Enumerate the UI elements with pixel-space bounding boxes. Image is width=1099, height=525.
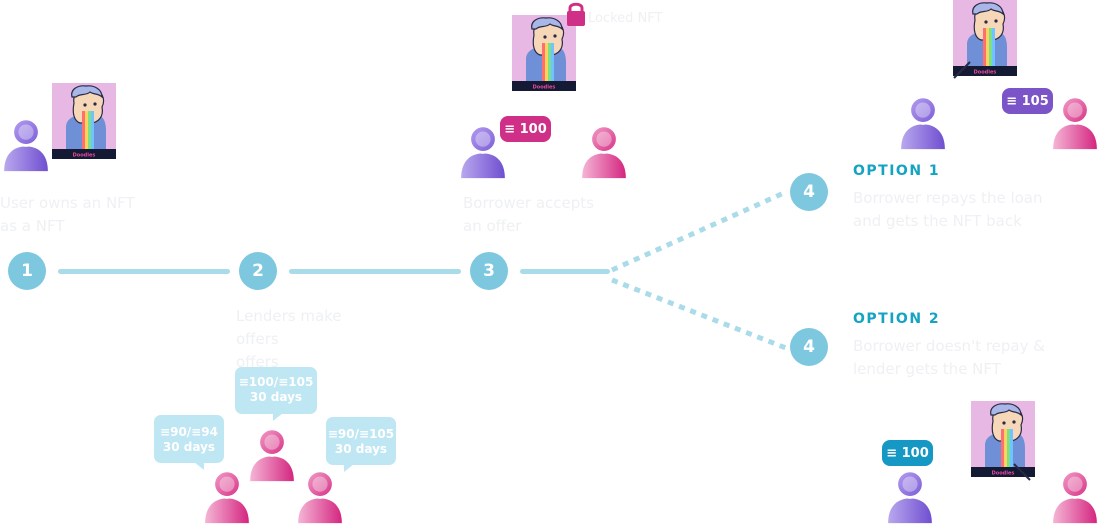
option1-description: Borrower repays the loan and gets the NF…: [853, 189, 1043, 230]
user-avatar-lender-middle: [248, 426, 296, 483]
user-avatar-borrower-step1: [1, 116, 51, 173]
timeline-segment-1-2: [58, 269, 230, 274]
nft-transfer-arrow-option1: [953, 61, 971, 79]
timeline-segment-2-3: [289, 269, 461, 274]
doodle-nft-step1: [52, 83, 116, 159]
user-avatar-lender-option1: [1051, 94, 1099, 151]
user-avatar-borrower-option2: [885, 468, 935, 525]
user-avatar-lender-right: [296, 468, 344, 525]
step-3-marker: 3: [470, 252, 508, 290]
step-4-option1-marker: 4: [790, 173, 828, 211]
user-avatar-borrower-option1: [898, 94, 948, 151]
nft-transfer-arrow-option2: [1013, 463, 1031, 481]
default-amount-badge: ≡ 100: [882, 440, 933, 466]
offer-bubble-left: ≡90/≡94 30 days: [154, 415, 224, 470]
offer-bubble-middle: ≡100/≡105 30 days: [235, 367, 317, 421]
step2-caption: Lenders make offers offers: [236, 307, 342, 371]
step3-caption: Borrower accepts an offer: [463, 194, 594, 235]
loan-amount-badge: ≡ 100: [500, 116, 551, 142]
lock-label: Locked NFT: [588, 11, 663, 26]
step-2-marker: 2: [239, 252, 277, 290]
lock-icon: [567, 2, 585, 26]
step-4-option2-marker: 4: [790, 328, 828, 366]
user-avatar-lender-option2: [1051, 468, 1099, 525]
repay-amount-badge: ≡ 105: [1002, 88, 1053, 114]
option2-description: Borrower doesn't repay & lender gets the…: [853, 337, 1045, 378]
offer-bubble-right: ≡90/≡105 30 days: [326, 417, 396, 472]
branch-dotted-lines: [610, 189, 788, 351]
option2-title: OPTION 2: [853, 311, 941, 327]
user-avatar-lender-step3: [580, 123, 628, 180]
timeline-segment-3-branch: [520, 269, 610, 274]
step1-caption: User owns an NFT as a NFT: [0, 194, 135, 235]
step-1-marker: 1: [8, 252, 46, 290]
option1-title: OPTION 1: [853, 163, 941, 179]
user-avatar-lender-left: [203, 468, 251, 525]
